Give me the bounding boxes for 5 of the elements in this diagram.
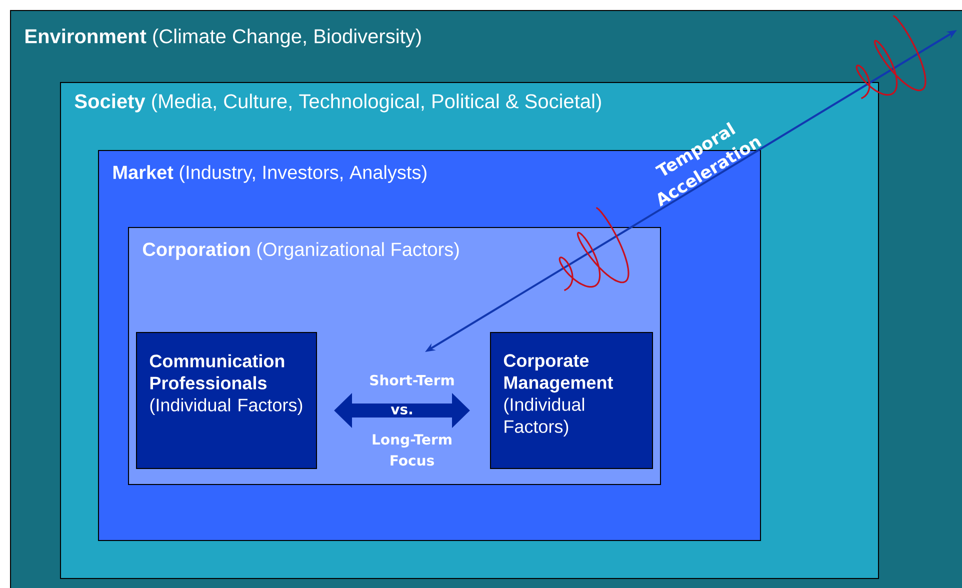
focus-label: Short-Term	[370, 374, 454, 386]
factor-box: Corporate Management (Individual Factors)	[490, 332, 653, 469]
focus-label: Long-Term Focus	[372, 434, 452, 466]
factor-box: Communication Professionals (Individual Factors)	[136, 332, 317, 469]
edge-label: vs.	[390, 406, 412, 415]
